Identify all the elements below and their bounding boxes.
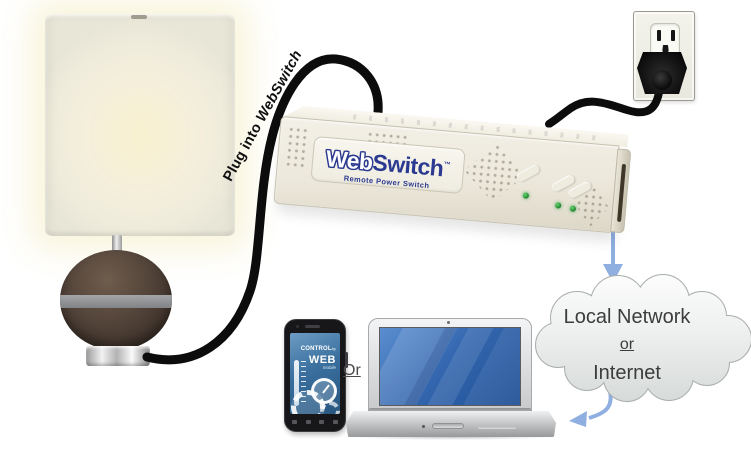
- device-outlet-slot: [617, 163, 627, 222]
- outlet-power-cable: [545, 81, 664, 128]
- cloud-label-internet: Internet: [593, 362, 661, 384]
- app-gauge-needle: [322, 384, 330, 394]
- vent-grid-left: [284, 125, 309, 168]
- outlet-slot-left: [657, 30, 661, 41]
- laptop-shadow: [352, 434, 552, 440]
- outlet-ground-hole: [662, 45, 669, 53]
- phone-nav-button: [292, 420, 297, 424]
- phone-side-button: [345, 352, 348, 368]
- laptop-front-groove: [478, 426, 516, 429]
- lamp-stem: [112, 235, 122, 259]
- phone-screen: CONTROLby WEB mobile: [290, 333, 340, 414]
- logo-web-text: Web: [324, 145, 374, 176]
- power-plug-cable-boot: [652, 70, 672, 90]
- app-gear-icon-large: [291, 390, 325, 414]
- or-separator-label: Or: [343, 362, 361, 379]
- phone-speaker: [305, 325, 320, 328]
- cloud-or-text: or: [619, 336, 635, 353]
- network-cloud: [535, 274, 751, 402]
- led-out2: [569, 205, 577, 213]
- phone-nav-buttons: [292, 420, 338, 426]
- logo-trademark: ™: [443, 161, 451, 169]
- cloud-label-or: or: [527, 336, 727, 354]
- app-control-text: CONTROL: [300, 346, 332, 352]
- lamp-power-cable: [142, 54, 383, 365]
- lamp-base-foot: [86, 346, 150, 366]
- arrow-cloud-to-laptop-head: [569, 411, 587, 427]
- laptop-latch-slot: [432, 423, 464, 429]
- laptop-power-led: [422, 425, 425, 428]
- laptop-camera-dot: [447, 321, 450, 324]
- cloud-fill: [536, 275, 751, 401]
- led-out1: [554, 202, 562, 209]
- app-mobile-text: mobile: [322, 365, 336, 371]
- arrow-device-to-cloud-head: [603, 264, 623, 283]
- laptop-screen: [379, 327, 521, 406]
- device-logo-plate: WebSwitch™ Remote Power Switch: [310, 135, 466, 195]
- controlbyweb-app-logo: CONTROLby WEB mobile: [293, 338, 336, 371]
- outlet-slot-right: [671, 30, 675, 41]
- lamp-finial: [131, 15, 147, 19]
- led-power: [522, 192, 530, 199]
- phone-nav-button: [319, 420, 325, 424]
- emboss-label-power: [515, 163, 541, 183]
- lamp-shade: [45, 14, 235, 236]
- lamp-base-band: [60, 295, 172, 308]
- phone-nav-button: [305, 420, 311, 424]
- app-gear-icon-small: [320, 401, 340, 414]
- phone-nav-button: [332, 420, 338, 424]
- cloud-label-local-network: Local Network: [563, 306, 691, 328]
- app-thermometer-ticks: [301, 361, 306, 405]
- lamp-base-sphere: [60, 250, 172, 350]
- app-thermometer-gauge: [294, 360, 299, 406]
- app-web-text: WEB: [308, 353, 336, 366]
- phone-camera-dot: [296, 325, 299, 328]
- app-by-text: by: [331, 346, 336, 351]
